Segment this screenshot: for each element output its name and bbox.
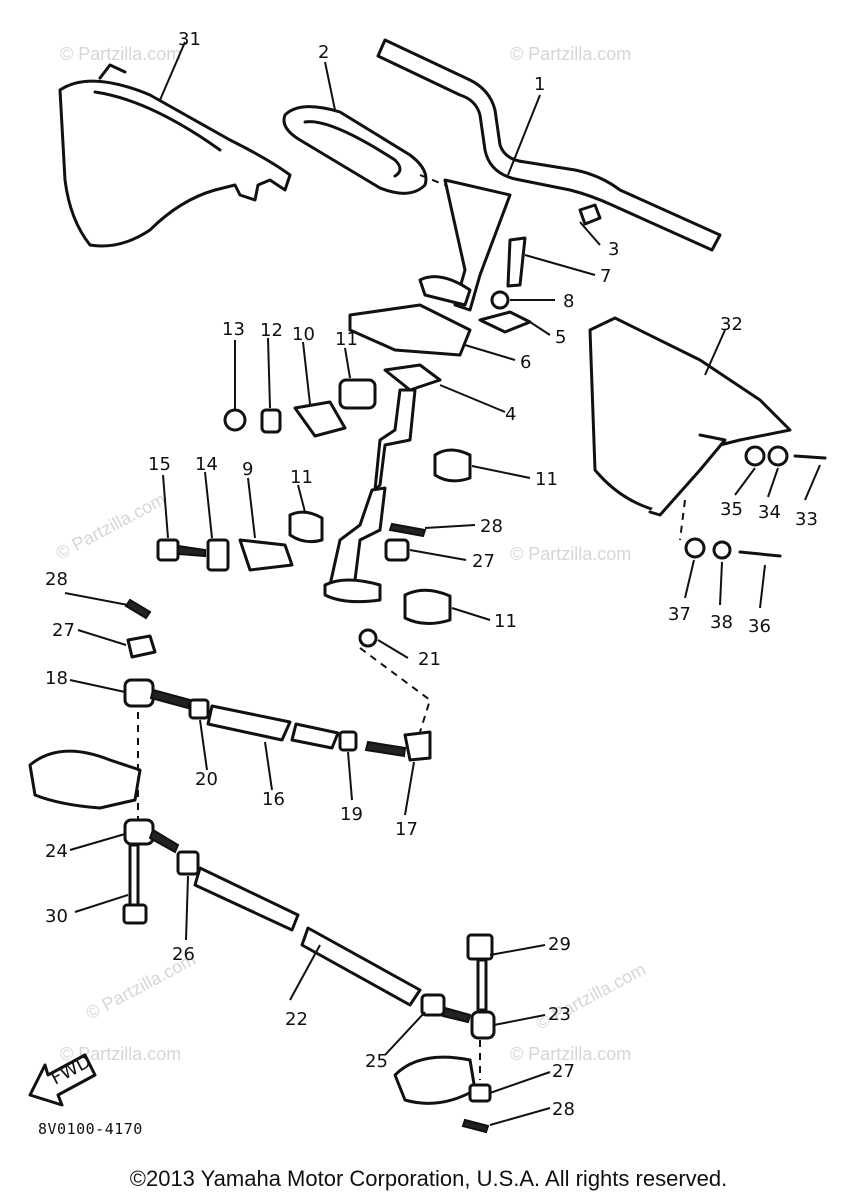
watermark: © Partzilla.com (510, 44, 631, 64)
callout-10: 10 (292, 324, 315, 345)
callout-27: 27 (552, 1061, 575, 1082)
callout-16: 16 (262, 789, 285, 810)
callout-9: 9 (242, 459, 253, 480)
callout-30: 30 (45, 906, 68, 927)
callout-1: 1 (534, 74, 545, 95)
watermark: © Partzilla.com (510, 544, 631, 564)
callout-36: 36 (748, 616, 771, 637)
part-4-steering-column (323, 363, 442, 604)
right-hardware (358, 203, 827, 648)
callouts: 1 2 3 4 5 6 7 8 9 10 11 11 11 11 12 13 1… (45, 29, 818, 1120)
callout-28: 28 (480, 516, 503, 537)
callout-3: 3 (608, 239, 619, 260)
lower-tie-rod (122, 818, 496, 1134)
callout-15: 15 (148, 454, 171, 475)
part-31-cover (58, 63, 292, 248)
callout-26: 26 (172, 944, 195, 965)
parts-diagram: © Partzilla.com © Partzilla.com © Partzi… (28, 29, 827, 1134)
callout-29: 29 (548, 934, 571, 955)
callout-17: 17 (395, 819, 418, 840)
callout-31: 31 (178, 29, 201, 50)
watermark: © Partzilla.com (510, 1044, 631, 1064)
watermark: © Partzilla.com (52, 489, 168, 564)
callout-21: 21 (418, 649, 441, 670)
part-2-pad (282, 105, 428, 195)
callout-34: 34 (758, 502, 781, 523)
callout-24: 24 (45, 841, 68, 862)
callout-11: 11 (535, 469, 558, 490)
callout-2: 2 (318, 42, 329, 63)
callout-20: 20 (195, 769, 218, 790)
leader-lines (64, 41, 821, 1126)
callout-4: 4 (505, 404, 516, 425)
callout-38: 38 (710, 612, 733, 633)
watermark: © Partzilla.com (60, 44, 181, 64)
callout-22: 22 (285, 1009, 308, 1030)
left-hardware (124, 400, 347, 659)
part-11-bushings (288, 378, 472, 625)
part-32-bracket (588, 316, 792, 517)
callout-18: 18 (45, 668, 68, 689)
alignment-lines (137, 174, 686, 1080)
copyright-notice: ©2013 Yamaha Motor Corporation, U.S.A. A… (129, 1166, 728, 1191)
callout-6: 6 (520, 352, 531, 373)
callout-11: 11 (494, 611, 517, 632)
callout-12: 12 (260, 320, 283, 341)
callout-25: 25 (365, 1051, 388, 1072)
callout-14: 14 (195, 454, 218, 475)
part-1-handlebar (376, 38, 722, 312)
callout-11: 11 (290, 467, 313, 488)
upper-tie-rod (28, 678, 432, 810)
callout-19: 19 (340, 804, 363, 825)
callout-27: 27 (472, 551, 495, 572)
callout-28: 28 (552, 1099, 575, 1120)
watermark: © Partzilla.com (60, 1044, 181, 1064)
diagram-reference-code: 8V0100-4170 (38, 1120, 143, 1138)
part-6-plate (348, 303, 472, 357)
callout-32: 32 (720, 314, 743, 335)
callout-27: 27 (52, 620, 75, 641)
callout-11: 11 (335, 329, 358, 350)
callout-33: 33 (795, 509, 818, 530)
callout-28: 28 (45, 569, 68, 590)
callout-23: 23 (548, 1004, 571, 1025)
callout-7: 7 (600, 266, 611, 287)
callout-37: 37 (668, 604, 691, 625)
callout-8: 8 (563, 291, 574, 312)
callout-35: 35 (720, 499, 743, 520)
callout-13: 13 (222, 319, 245, 340)
callout-5: 5 (555, 327, 566, 348)
